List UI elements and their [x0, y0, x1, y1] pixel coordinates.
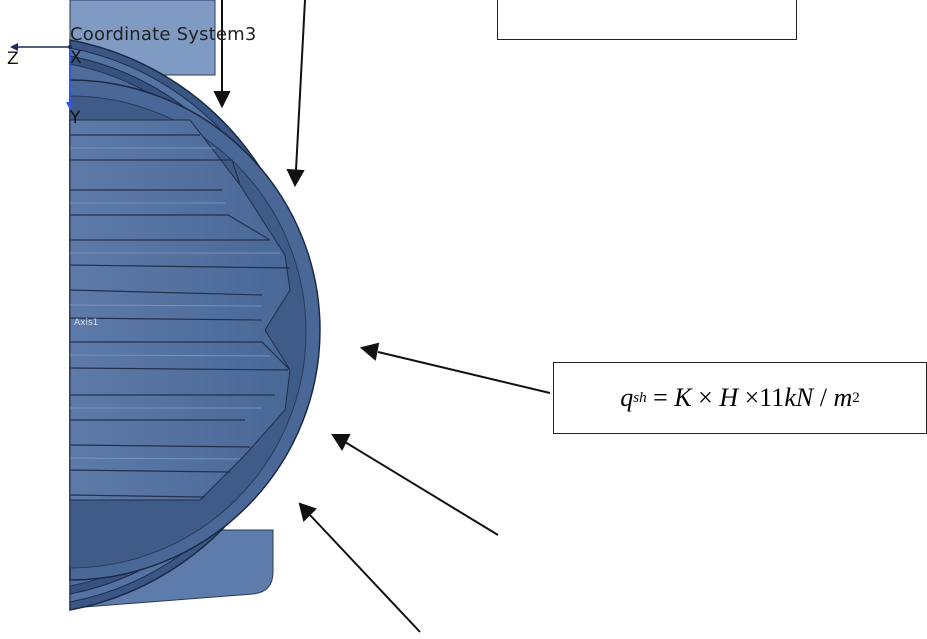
arrow-line-lower-1 [344, 441, 499, 536]
z-axis-arrow [10, 43, 18, 51]
formula-k: K [674, 383, 692, 412]
formula-unit-kn: kN [784, 383, 814, 412]
arrow-line-formula [377, 351, 551, 394]
formula-times-2: × [738, 383, 760, 412]
formula-exponent: 2 [852, 389, 860, 406]
x-axis-label: X [70, 48, 82, 68]
formula-unit-m: m [833, 383, 853, 412]
arrow-head-lower-2 [298, 502, 317, 522]
empty-annotation-box [497, 0, 797, 40]
callout-arrows [213, 0, 551, 633]
rib-highlights [69, 147, 280, 460]
y-axis-label: Y [70, 108, 81, 128]
formula-equals: = [646, 383, 675, 412]
formula-slash: / [813, 383, 834, 412]
z-axis-label: Z [7, 49, 19, 69]
arrow-head-formula [359, 342, 380, 361]
coordinate-triad [10, 43, 74, 110]
formula-value: 11 [759, 383, 785, 412]
arrow-head-top-right [286, 168, 305, 188]
arrow-head-top-left [213, 91, 231, 109]
origin-point [68, 45, 72, 49]
rib-lines [69, 134, 291, 498]
arrow-line-lower-2 [309, 514, 421, 633]
formula-q-subscript: sh [633, 389, 647, 406]
axis1-tag: Axis1 [74, 318, 99, 328]
formula-times-1: × [691, 383, 720, 412]
arrow-line-top-right [295, 0, 306, 171]
arrow-head-lower-1 [331, 434, 351, 452]
coordinate-system-label: Coordinate System3 [70, 24, 257, 45]
formula-h: H [719, 383, 739, 412]
y-axis-arrow [66, 102, 74, 110]
formula-box [553, 362, 927, 434]
formula-q: q [620, 383, 634, 412]
